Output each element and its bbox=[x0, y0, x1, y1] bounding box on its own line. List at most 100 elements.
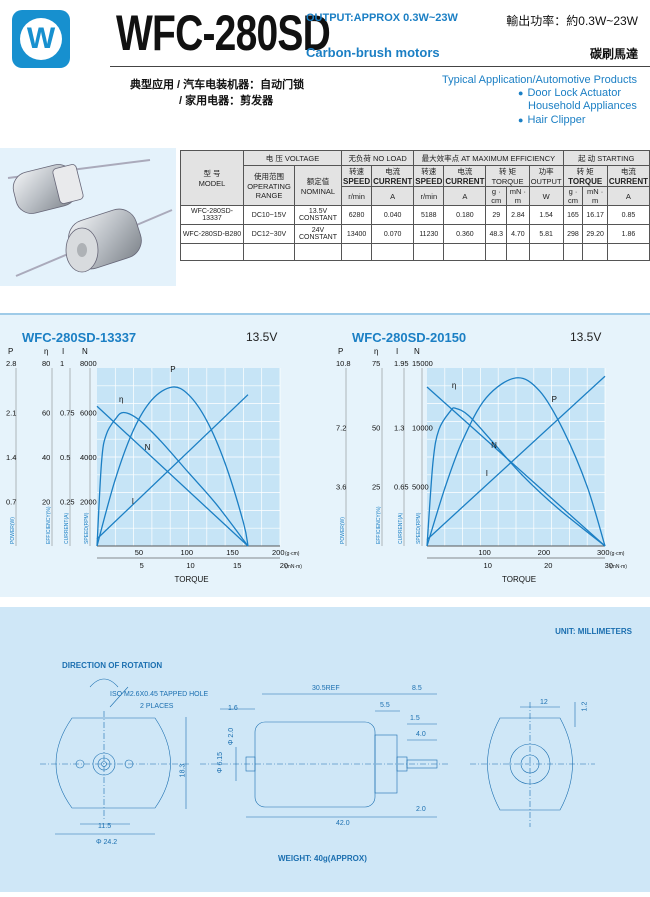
value-cell: 13.5V CONSTANT bbox=[294, 205, 342, 225]
y-tick-label: 4000 bbox=[80, 453, 97, 462]
value-cell: DC10~15V bbox=[243, 205, 295, 225]
weight-label: WEIGHT: 40g(APPROX) bbox=[278, 854, 367, 863]
chart1-voltage: 13.5V bbox=[246, 330, 278, 344]
product-photo-band bbox=[0, 148, 176, 286]
x-tick-gcm: 100 bbox=[478, 548, 491, 557]
brand-logo: W bbox=[12, 10, 70, 68]
unit-label: UNIT: MILLIMETERS bbox=[555, 627, 632, 636]
y-tick-label: 50 bbox=[372, 423, 380, 432]
curve-label-I: I bbox=[486, 469, 488, 478]
x-tick-gcm: 150 bbox=[226, 548, 239, 557]
tapped-hole-count: 2 PLACES bbox=[140, 703, 174, 710]
unit-cell: g · cm bbox=[485, 186, 508, 206]
curve-label-P: P bbox=[552, 395, 557, 404]
y-tick-label: 2.1 bbox=[6, 409, 16, 418]
x-axis-label: TORQUE bbox=[175, 575, 209, 584]
unit-cell: mN · m bbox=[506, 186, 530, 206]
series-I-curve bbox=[96, 394, 249, 540]
x-tick-gcm: 100 bbox=[181, 548, 194, 557]
y-tick-label: 40 bbox=[42, 453, 50, 462]
x-tick-mnm: 10 bbox=[186, 561, 194, 570]
series-N-curve bbox=[96, 405, 249, 547]
model-cell: WFC-280SD-13337 bbox=[180, 205, 244, 225]
chart2-voltage: 13.5V bbox=[570, 330, 602, 344]
motor-type-cn: 碳刷馬達 bbox=[589, 47, 638, 61]
value-cell: 5.81 bbox=[528, 224, 564, 244]
dim-40: 4.0 bbox=[416, 731, 426, 738]
dimension-band: UNIT: MILLIMETERS DIRECTION OF ROTATION … bbox=[0, 607, 650, 892]
unit-cell: A bbox=[443, 186, 487, 206]
series-N-curve bbox=[426, 386, 606, 547]
application-cn-line1: 典型应用 / 汽车电装机器：自动门锁 bbox=[130, 79, 305, 91]
application-en-title: Typical Application/Automotive Products bbox=[442, 74, 638, 86]
value-cell: 298 bbox=[562, 224, 584, 244]
y-tick-label: 1.3 bbox=[394, 423, 404, 432]
y-tick-label: 0.75 bbox=[60, 409, 75, 418]
axis-top-label: 10.8 bbox=[336, 359, 351, 368]
dim-length-ref: 30.5REF bbox=[312, 685, 340, 692]
unit-cell: g · cm bbox=[562, 186, 584, 206]
output-range-cn: 輸出功率：約0.3W~23W bbox=[506, 14, 638, 28]
x-tick-mnm: 10 bbox=[484, 561, 492, 570]
application-cn-line2: / 家用电器：剪发器 bbox=[179, 95, 274, 107]
axis-name: SPEED(RPM) bbox=[416, 512, 422, 544]
value-cell: 0.040 bbox=[371, 205, 415, 225]
dim-rear-12: 12 bbox=[540, 699, 548, 706]
max-eff-header: 最大效率点 AT MAXIMUM EFFICIENCY bbox=[413, 150, 564, 166]
motor-type: Carbon-brush motors bbox=[306, 45, 440, 60]
series-eta-curve bbox=[96, 411, 249, 547]
y-tick-label: 10000 bbox=[412, 423, 433, 432]
value-cell: 2.84 bbox=[506, 205, 530, 225]
curve-label-N: N bbox=[491, 441, 497, 450]
axis-name: CURRENT(A) bbox=[398, 513, 404, 544]
y-tick-label: 6000 bbox=[80, 409, 97, 418]
y-tick-label: 7.2 bbox=[336, 423, 346, 432]
x-unit-mnm: (mN·m) bbox=[610, 564, 627, 570]
starting-header: 起 动 STARTING bbox=[562, 150, 650, 166]
x-tick-mnm: 30 bbox=[605, 561, 613, 570]
output-range-en: OUTPUT:APPROX 0.3W~23W bbox=[306, 12, 458, 24]
axis-top-label: 8000 bbox=[80, 359, 97, 368]
axis-top-label: 80 bbox=[42, 359, 50, 368]
value-cell: 4.70 bbox=[506, 224, 530, 244]
y-tick-label: 0.25 bbox=[60, 498, 75, 507]
model-cell: WFC-280SD-B280 bbox=[180, 224, 244, 244]
logo-letter: W bbox=[26, 22, 56, 55]
unit-cell: A bbox=[371, 186, 415, 206]
y-tick-label: 25 bbox=[372, 483, 380, 492]
value-cell: 6280 bbox=[340, 205, 373, 225]
x-tick-gcm: 50 bbox=[135, 548, 143, 557]
axis-top-label: 15000 bbox=[412, 359, 433, 368]
axis-head: η bbox=[374, 347, 378, 356]
header-divider bbox=[110, 66, 650, 67]
x-tick-gcm: 200 bbox=[272, 548, 285, 557]
curve-label-I: I bbox=[132, 497, 134, 506]
axis-head: η bbox=[44, 347, 48, 356]
x-unit-mnm: (mN·m) bbox=[285, 564, 302, 570]
y-tick-label: 5000 bbox=[412, 483, 429, 492]
value-cell: 13400 bbox=[340, 224, 373, 244]
value-cell: 5188 bbox=[413, 205, 445, 225]
axis-name: EFFICIENCY(%) bbox=[376, 506, 382, 544]
dim-total-length: 42.0 bbox=[336, 820, 350, 827]
y-tick-label: 1.4 bbox=[6, 453, 16, 462]
axis-head: N bbox=[414, 347, 420, 356]
axis-head: N bbox=[82, 347, 88, 356]
value-cell: 16.17 bbox=[582, 205, 608, 225]
dim-end: 2.0 bbox=[416, 806, 426, 813]
voltage-header: 电 压 VOLTAGE bbox=[243, 150, 342, 166]
unit-cell: W bbox=[528, 186, 564, 206]
value-cell: 24V CONSTANT bbox=[294, 224, 342, 244]
